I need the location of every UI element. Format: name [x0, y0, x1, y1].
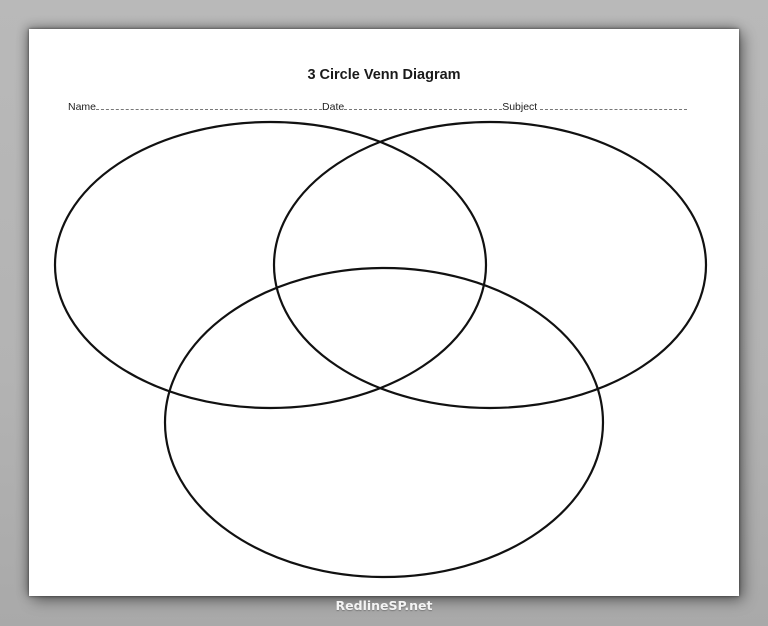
date-field[interactable] — [344, 99, 503, 110]
page-title: 3 Circle Venn Diagram — [307, 67, 461, 83]
worksheet-page — [29, 29, 739, 596]
subject-field[interactable] — [540, 99, 688, 110]
watermark: RedlineSP.net — [335, 598, 433, 613]
name-field[interactable] — [96, 99, 323, 110]
header-fields: Name Date Subject — [68, 99, 688, 113]
date-label: Date — [322, 101, 345, 113]
venn-circle-bottom[interactable] — [163, 266, 605, 579]
subject-label: Subject — [502, 101, 541, 113]
name-label: Name — [68, 101, 97, 113]
venn-circle-top-right[interactable] — [272, 120, 708, 410]
venn-circle-top-left[interactable] — [53, 120, 488, 410]
